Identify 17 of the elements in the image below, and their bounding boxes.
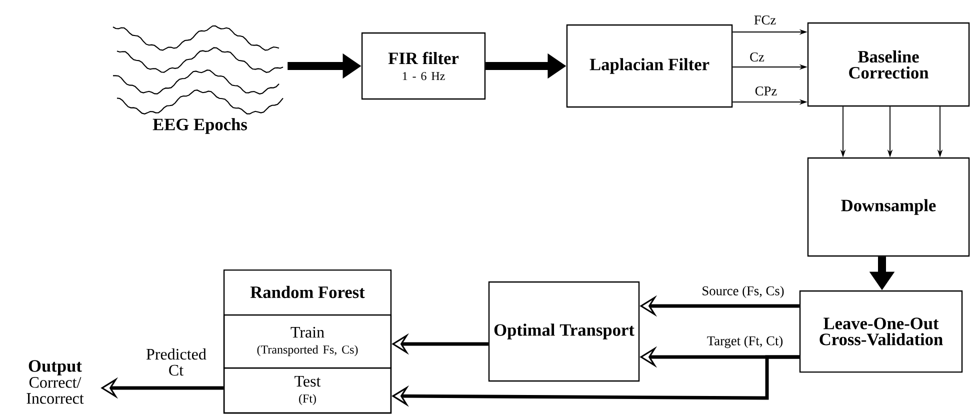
- node-label: EEG Epochs: [152, 118, 248, 134]
- edge-label: FCz: [752, 14, 778, 26]
- edge-label: CPz: [754, 85, 778, 97]
- edge-label: Predicted Ct: [144, 347, 208, 377]
- process-box: Laplacian Filter: [566, 24, 733, 108]
- process-box: Leave-One-Out Cross-Validation: [799, 290, 963, 373]
- edge-label: Cz: [748, 51, 766, 63]
- output-text: Output Correct/ Incorrect: [26, 360, 84, 404]
- edge-label: Source (Fs, Cs): [700, 284, 786, 300]
- train-section: Train (Transported Fs, Cs): [223, 314, 392, 369]
- process-box: Downsample: [807, 157, 970, 257]
- process-box: Baseline Correction: [807, 22, 970, 107]
- process-box: FIR filter 1 - 6 Hz: [361, 32, 486, 100]
- edge-label: Target (Ft, Ct): [706, 334, 784, 350]
- eeg-waves-drawing: [112, 25, 284, 114]
- test-section: Test (Ft): [223, 367, 392, 414]
- process-box: Optimal Transport: [488, 281, 640, 382]
